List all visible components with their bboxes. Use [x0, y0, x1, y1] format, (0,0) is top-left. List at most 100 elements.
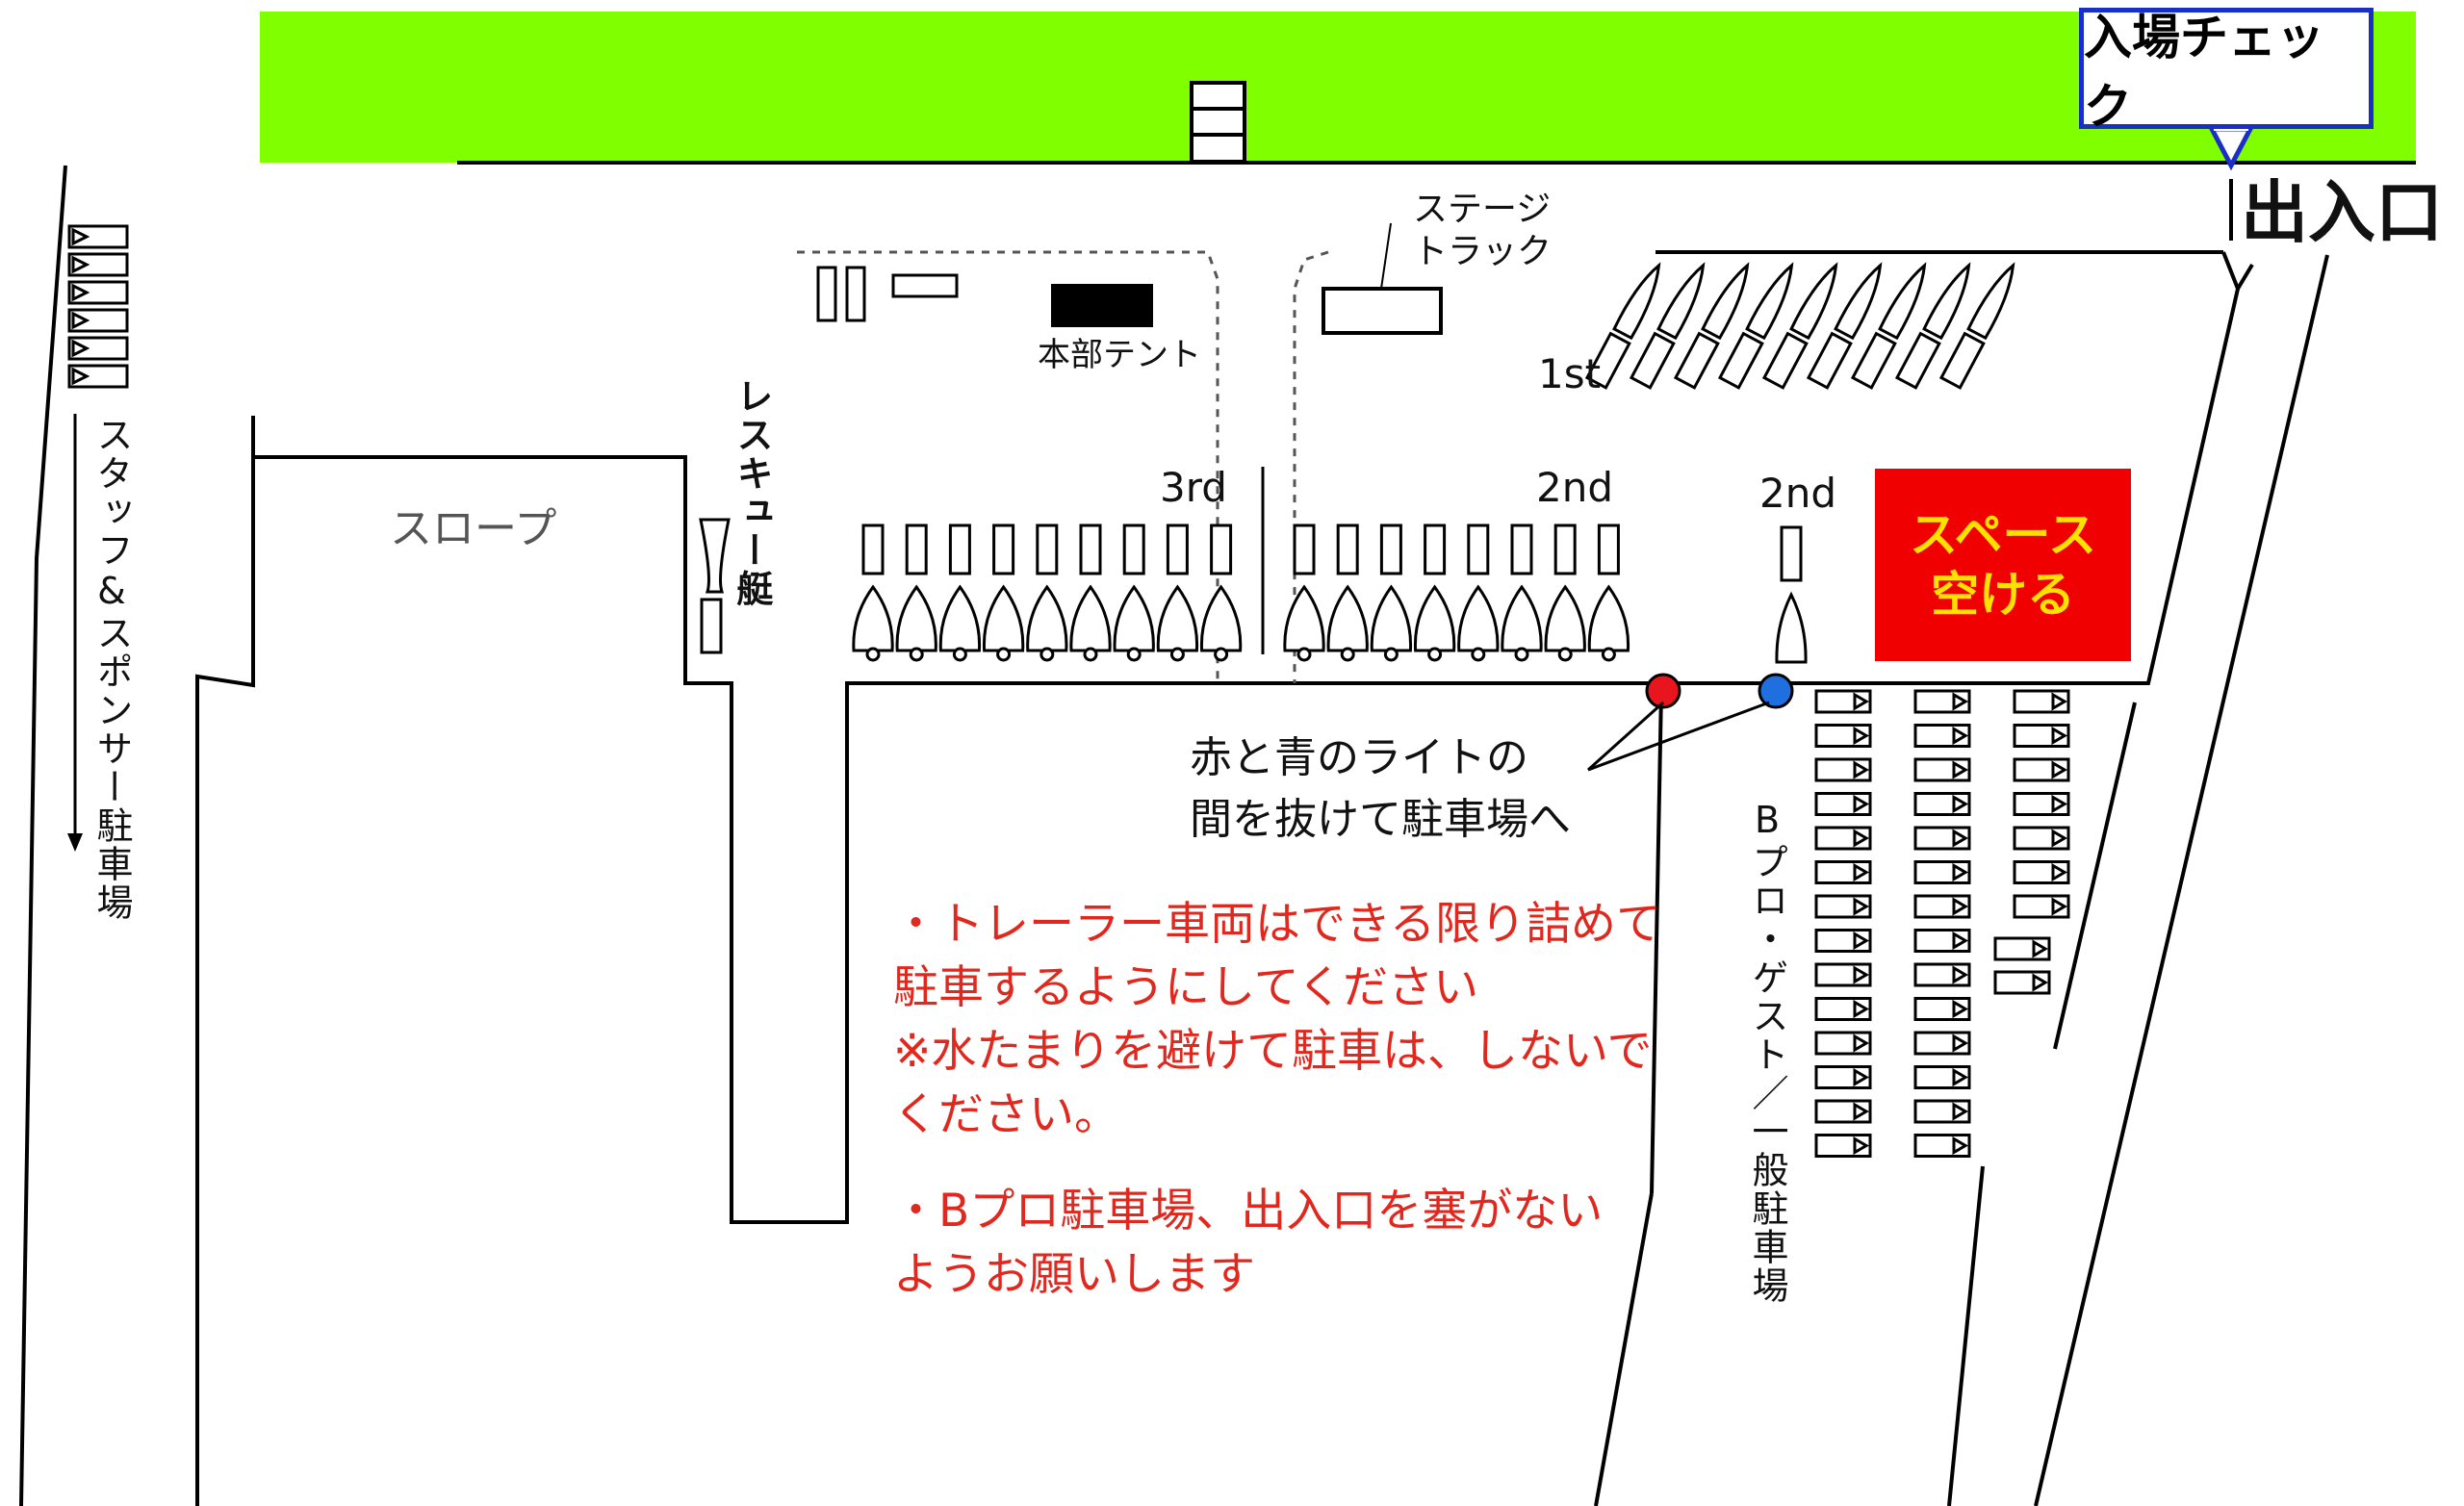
- boat-trailer: [852, 523, 894, 662]
- boat-hull: [1612, 262, 1661, 341]
- trailer-wheel: [1383, 647, 1399, 662]
- parked-car: [67, 308, 129, 333]
- boat-hull: [1326, 584, 1369, 652]
- trailer-wheel: [996, 647, 1012, 662]
- boat-hull: [1878, 262, 1927, 341]
- car-front: [1853, 897, 1869, 916]
- car-front: [1853, 692, 1869, 711]
- second-row-boats: [1283, 523, 1630, 662]
- car-front: [1952, 1136, 1968, 1156]
- car-front: [2051, 692, 2067, 711]
- parked-car: [1913, 724, 1971, 748]
- boat-hull: [1283, 584, 1325, 652]
- parked-car: [2013, 689, 2070, 714]
- boat-trailer: [1113, 523, 1155, 662]
- diagonal-boat: [1894, 262, 1971, 390]
- car-front: [2051, 862, 2067, 882]
- car-front: [1952, 829, 1968, 848]
- road-right-edge: [2034, 254, 2329, 1506]
- boat-trailer: [1199, 523, 1243, 662]
- parked-car: [1913, 1134, 1971, 1158]
- parking-note-2: ・Bプロ駐車場、出入口を塞がない ようお願いします: [893, 1185, 1604, 1301]
- trailer-box: [1850, 331, 1897, 390]
- car-front: [1853, 1034, 1869, 1053]
- car-front: [1952, 931, 1968, 951]
- road-lane-1: [2053, 702, 2137, 1050]
- car-front: [1853, 794, 1869, 814]
- trailer-box: [1510, 523, 1533, 575]
- boat-trailer: [1326, 523, 1369, 662]
- stage-truck: [1322, 287, 1443, 335]
- entry-check-label: 入場チェック: [2079, 8, 2374, 135]
- boat-hull: [938, 584, 982, 652]
- trailer-box: [992, 523, 1015, 575]
- car-front: [2051, 726, 2067, 746]
- entry-check-text: 入場チェック: [2084, 10, 2324, 135]
- trailer-box: [1467, 523, 1490, 575]
- boat-hull: [1775, 591, 1808, 664]
- boat-hull: [895, 584, 937, 652]
- car-front: [1853, 760, 1869, 779]
- car-front: [1853, 965, 1869, 984]
- parked-car: [2013, 724, 2070, 748]
- trailer-wheel: [1427, 647, 1443, 662]
- slope-outline: [251, 251, 2241, 1224]
- trailer-wheel: [1214, 647, 1229, 662]
- diagonal-boat: [1938, 262, 2015, 390]
- parked-car: [1814, 860, 1872, 884]
- parked-car: [1913, 792, 1971, 816]
- stage-pointer: [1380, 222, 1392, 290]
- car-front: [1853, 1067, 1869, 1087]
- boat-hull: [982, 584, 1025, 652]
- trailer-box: [1673, 331, 1720, 390]
- car-front: [1952, 897, 1968, 916]
- boat-hull: [1501, 584, 1543, 652]
- slope-left-edge: [195, 457, 255, 1506]
- bpro-parking-label: Bプロ・ゲスト／一般駐車場: [1746, 799, 1788, 1305]
- car-body: [67, 336, 129, 361]
- trailer-box: [1336, 523, 1359, 575]
- diagonal-boat: [1717, 262, 1794, 390]
- car-front: [2051, 829, 2067, 848]
- trailer-box: [1894, 331, 1941, 390]
- car-front: [1853, 1102, 1869, 1121]
- staff-arrow-head: [67, 833, 83, 852]
- car-front: [1952, 999, 1968, 1019]
- trailer-wheel: [1126, 647, 1142, 662]
- lights-label-1: 赤と青のライトの: [1190, 733, 1528, 782]
- trailer-wheel: [1601, 647, 1616, 662]
- entrance-exit-label: 出入口: [2241, 173, 2443, 252]
- trailer-box: [1122, 523, 1145, 575]
- road-lane-2: [1947, 1165, 1985, 1506]
- parked-car: [1913, 757, 1971, 782]
- car-front: [1952, 692, 1968, 711]
- car-front: [71, 227, 90, 246]
- car-front: [1952, 965, 1968, 984]
- car-body: [67, 280, 129, 305]
- parked-car: [1814, 962, 1872, 987]
- trailer-wheel: [1169, 647, 1185, 662]
- boat-hull: [1745, 262, 1794, 341]
- boat-trailer: [938, 523, 982, 662]
- trailer-box: [1584, 331, 1631, 390]
- parked-car: [2013, 792, 2070, 816]
- first-row-label: 1st: [1538, 350, 1602, 397]
- parked-car: [1913, 997, 1971, 1021]
- boat-hull: [1370, 584, 1413, 652]
- car-front: [2051, 794, 2067, 814]
- trailer-box: [1629, 331, 1676, 390]
- parked-car: [2013, 860, 2070, 884]
- trailer-wheel: [1557, 647, 1573, 662]
- parked-car: [1913, 860, 1971, 884]
- blue-light: [1758, 673, 1794, 709]
- trailer-box: [1079, 523, 1102, 575]
- trailer-wheel: [1083, 647, 1098, 662]
- boat-hull: [1587, 584, 1630, 652]
- parked-car: [1913, 929, 1971, 953]
- lights-pointer-red: [1586, 701, 1665, 772]
- space-notice-line2: 空ける: [1931, 567, 2075, 623]
- trailer-wheel: [1340, 647, 1355, 662]
- parked-car: [67, 224, 129, 249]
- car-front: [1952, 726, 1968, 746]
- parked-car: [1993, 936, 2051, 961]
